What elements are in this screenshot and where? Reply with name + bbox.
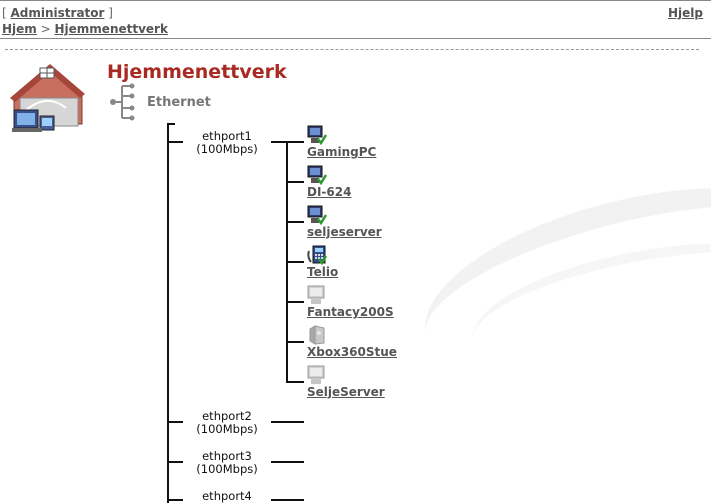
help-link[interactable]: Hjelp [668,6,703,20]
port-label: ethport3 (100Mbps) [196,449,258,476]
tree-trunk-line [167,123,169,503]
divider [5,49,699,50]
breadcrumb: Hjem > Hjemmenettverk [2,22,168,36]
port-connector-left [167,499,183,501]
port-connector-right [271,421,304,423]
device-branch-line [286,221,304,223]
house-network-icon [10,64,85,132]
ethernet-tree-icon [110,83,135,121]
page-title: Hjemmenettverk [107,61,287,83]
device-link[interactable]: Xbox360Stue [307,345,397,359]
computer-online-icon [307,165,327,185]
device-branch-line [286,341,304,343]
breadcrumb-current-link[interactable]: Hjemmenettverk [54,22,168,36]
computer-offline-icon [307,365,325,384]
device-link[interactable]: seljeserver [307,225,382,239]
device-branch-line [286,261,304,263]
network-type-label: Ethernet [147,95,211,110]
computer-online-icon [307,125,327,145]
device-branch-line [286,141,304,143]
port-connector-right [271,499,304,501]
device-link[interactable]: DI-624 [307,185,352,199]
port-connector-right [271,461,304,463]
tree-branch-line [167,123,175,125]
user-indicator: [ Administrator ] [2,6,113,20]
port-connector-left [167,461,183,463]
port-connector-left [167,141,183,143]
user-link[interactable]: Administrator [10,6,105,20]
device-branch-line [286,301,304,303]
top-bar: [ Administrator ] Hjem > Hjemmenettverk … [0,0,711,39]
device-link[interactable]: SeljeServer [307,385,385,399]
device-link[interactable]: Telio [307,265,339,279]
port-label: ethport2 (100Mbps) [196,409,258,436]
xbox-offline-icon [309,325,325,345]
device-branch-line [286,181,304,183]
port-label: ethport1 (100Mbps) [196,129,258,156]
device-branch-line [286,381,304,383]
device-link[interactable]: Fantacy200S [307,305,394,319]
port-connector-left [167,421,183,423]
port-connector-right [271,141,287,143]
computer-online-icon [307,205,327,225]
phone-online-icon [307,245,327,265]
device-link[interactable]: GamingPC [307,145,377,159]
port-label: ethport4 [202,489,252,503]
computer-offline-icon [307,285,325,304]
breadcrumb-home-link[interactable]: Hjem [2,22,37,36]
